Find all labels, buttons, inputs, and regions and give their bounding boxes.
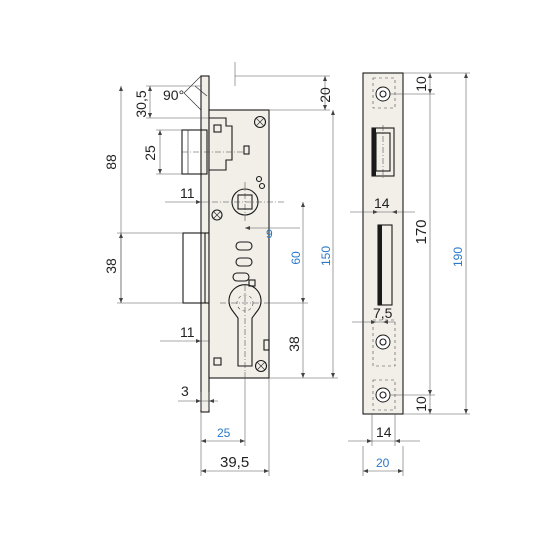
case-slot-1 [235, 241, 253, 251]
faceplate-latch-opening [371, 125, 395, 180]
label-20-width: 20 [376, 456, 390, 470]
label-25-backset: 25 [217, 426, 231, 440]
label-20-top: 20 [317, 87, 333, 103]
label-38-bolt: 38 [103, 258, 119, 274]
case-screw-bottom [254, 359, 268, 373]
label-angle: 90° [163, 87, 184, 103]
label-39-5: 39,5 [220, 454, 249, 471]
right-dimensions [348, 72, 470, 476]
label-60: 60 [289, 251, 303, 265]
label-11-top: 11 [180, 185, 195, 201]
dead-bolt [182, 232, 209, 304]
case-slot-3 [232, 272, 250, 282]
faceplate-bolt-opening [377, 224, 393, 306]
label-170: 170 [413, 219, 430, 244]
latch-bolt [181, 117, 244, 175]
angle-chamfer [183, 75, 202, 111]
label-14-bottom: 14 [376, 424, 392, 440]
label-3: 3 [181, 383, 189, 399]
follower-hub [212, 182, 284, 222]
case-square-bottom [213, 357, 222, 366]
case-slot-small [243, 145, 250, 155]
case-screw-top [253, 115, 267, 129]
label-11-bottom: 11 [180, 324, 195, 340]
faceplate-view [362, 72, 404, 415]
label-14-top: 14 [374, 195, 390, 211]
label-25-latch: 25 [142, 145, 158, 161]
faceplate-screw-hole-top [375, 86, 391, 102]
lock-case [208, 109, 270, 379]
faceplate-outline [362, 72, 404, 415]
cylinder-cutout [220, 284, 270, 372]
label-10-bottom: 10 [413, 396, 429, 412]
lock-body-view [181, 75, 284, 413]
label-9: 9 [266, 227, 273, 241]
label-88: 88 [103, 154, 119, 170]
case-screw-mid [211, 209, 223, 221]
left-dimensions [117, 62, 338, 476]
faceplate-screw-hole-bottom [375, 387, 391, 403]
label-30-5: 30,5 [133, 90, 149, 117]
label-38-cyl: 38 [286, 336, 302, 352]
dimension-labels: 90° 30,5 25 88 11 38 11 3 20 9 60 150 38… [103, 76, 465, 471]
faceplate-cylinder-hole [375, 334, 391, 350]
case-slot-2 [235, 257, 253, 267]
label-7-5: 7,5 [373, 305, 393, 321]
case-square-top [213, 124, 222, 133]
label-10-top: 10 [413, 76, 429, 92]
label-190: 190 [451, 247, 465, 267]
label-150: 150 [319, 246, 333, 266]
